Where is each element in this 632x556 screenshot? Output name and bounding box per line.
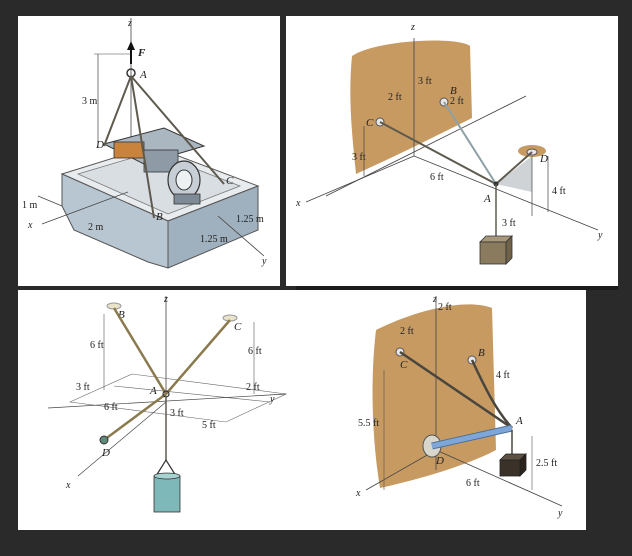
bucket bbox=[153, 475, 181, 513]
x-axis bbox=[305, 155, 415, 203]
cable-ad bbox=[103, 75, 132, 147]
figure-crate-wall: z x y 2 ft 3 ft 2 ft 3 ft 6 ft 4 ft 3 ft… bbox=[286, 16, 618, 286]
x-axis-label: x bbox=[355, 488, 361, 499]
point-c-label: C bbox=[226, 175, 234, 187]
cable-ad bbox=[495, 151, 533, 185]
motor bbox=[113, 141, 145, 159]
force-arrow-head bbox=[127, 41, 135, 50]
force-label: F bbox=[137, 47, 146, 59]
point-c-label: C bbox=[366, 117, 374, 129]
point-b-label: B bbox=[118, 309, 125, 321]
x-axis-label: x bbox=[295, 198, 301, 209]
dim-left-h: 6 ft bbox=[90, 340, 104, 351]
dim-x1: 3 ft bbox=[76, 382, 90, 393]
crate bbox=[499, 459, 521, 477]
dim-right2: 1.25 m bbox=[200, 234, 228, 245]
dim-left: 3 ft bbox=[352, 152, 366, 163]
y-axis bbox=[413, 155, 599, 231]
figure-boom-wall: z x y 2 ft 2 ft 4 ft 5.5 ft 6 ft 2.5 ft … bbox=[296, 290, 586, 530]
cable-ab bbox=[470, 359, 513, 429]
shade-triangle bbox=[496, 156, 532, 192]
dim-bottom: 6 ft bbox=[466, 478, 480, 489]
dim-right-h: 6 ft bbox=[248, 346, 262, 357]
point-c-label: C bbox=[400, 359, 408, 371]
point-b-label: B bbox=[450, 85, 457, 97]
y-axis bbox=[217, 215, 265, 257]
wall bbox=[350, 40, 472, 175]
point-c-label: C bbox=[234, 321, 242, 333]
cable-ac bbox=[379, 121, 497, 185]
y-axis bbox=[435, 449, 563, 507]
x-axis bbox=[365, 449, 437, 491]
dim-low: 2.5 ft bbox=[536, 458, 557, 469]
point-b-label: B bbox=[478, 347, 485, 359]
cable-ac bbox=[130, 75, 225, 185]
dim-right1: 1.25 m bbox=[236, 214, 264, 225]
cable-ab bbox=[112, 307, 168, 395]
dim-bottom: 3 ft bbox=[502, 218, 516, 229]
point-a-label: A bbox=[139, 69, 147, 81]
dim-top2: 2 ft bbox=[400, 326, 414, 337]
cable-ac bbox=[399, 350, 513, 430]
cable-ad bbox=[103, 392, 167, 442]
base-side bbox=[167, 185, 259, 269]
dim-y2: 5 ft bbox=[202, 420, 216, 431]
cable-ab bbox=[443, 101, 497, 185]
point-d-label: D bbox=[539, 153, 548, 165]
dim-vert: 4 ft bbox=[552, 186, 566, 197]
z-axis-label: z bbox=[127, 18, 132, 29]
point-d-label: D bbox=[101, 447, 110, 459]
point-b-label: B bbox=[156, 211, 163, 223]
figure-bucket-cables: z B C y x 6 ft 6 ft 3 ft 6 ft 3 ft 5 ft … bbox=[18, 290, 296, 530]
dim-width: 2 m bbox=[88, 222, 104, 233]
z-axis-label: z bbox=[432, 294, 437, 305]
dim-right: 4 ft bbox=[496, 370, 510, 381]
dim-left: 1 m bbox=[22, 200, 38, 211]
cable-ac bbox=[165, 319, 231, 395]
z-axis-label: z bbox=[163, 294, 168, 305]
boom-ad bbox=[431, 425, 513, 449]
point-a-label: A bbox=[483, 193, 491, 205]
dim-top1: 2 ft bbox=[438, 302, 452, 313]
y-axis-label: y bbox=[261, 256, 267, 267]
x-axis bbox=[41, 191, 129, 225]
cable-ab bbox=[130, 75, 155, 219]
y-axis-label: y bbox=[557, 508, 563, 519]
anchor-d bbox=[99, 435, 109, 445]
dim-mid: 6 ft bbox=[430, 172, 444, 183]
x-axis-label: x bbox=[65, 480, 71, 491]
dim-y3: 2 ft bbox=[246, 382, 260, 393]
wall bbox=[372, 304, 496, 488]
y-axis-label: y bbox=[597, 230, 603, 241]
point-a-label: A bbox=[515, 415, 523, 427]
divider-bar bbox=[296, 286, 618, 290]
point-d-label: D bbox=[95, 139, 104, 151]
x-axis-label: x bbox=[27, 220, 33, 231]
x-axis bbox=[77, 401, 167, 477]
y-axis bbox=[47, 393, 287, 409]
dim-x2: 6 ft bbox=[104, 402, 118, 413]
crate bbox=[479, 241, 507, 265]
y-axis-label: y bbox=[269, 394, 275, 405]
dim-top1: 2 ft bbox=[388, 92, 402, 103]
point-a-label: A bbox=[149, 385, 157, 397]
dim-top2: 3 ft bbox=[418, 76, 432, 87]
dim-height: 3 m bbox=[82, 96, 98, 107]
figure-machine-lift: z F A 3 m D C B x 1 m 2 m 1.25 m 1.25 m … bbox=[18, 16, 280, 286]
z-axis-label: z bbox=[410, 22, 415, 33]
point-d-label: D bbox=[435, 455, 444, 467]
dim-left: 5.5 ft bbox=[358, 418, 379, 429]
dim-right: 2 ft bbox=[450, 96, 464, 107]
dim-y1: 3 ft bbox=[170, 408, 184, 419]
